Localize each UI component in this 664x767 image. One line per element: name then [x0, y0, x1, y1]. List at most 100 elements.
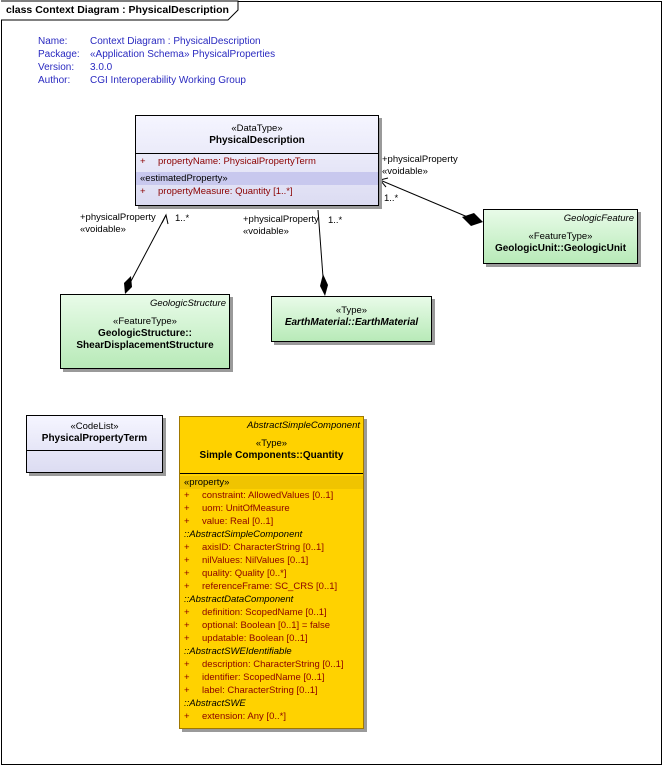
class-name: PhysicalDescription [209, 135, 305, 146]
meta-key: Package: [38, 49, 80, 60]
attribute-text: uom: UnitOfMeasure [202, 503, 290, 514]
class-quantity[interactable]: AbstractSimpleComponent «Type» Simple Co… [179, 416, 364, 729]
visibility-marker: + [184, 633, 190, 644]
composition-diamond [462, 213, 483, 226]
visibility-marker: + [184, 711, 190, 722]
attribute-row[interactable]: + identifier: ScopedName [0..1] [180, 671, 363, 684]
attribute-group-label: «property» [180, 476, 363, 489]
attribute-row[interactable]: + definition: ScopedName [0..1] [180, 606, 363, 619]
attribute-group-label: «estimatedProperty» [136, 172, 378, 185]
attribute-compartment: «property»+constraint: AllowedValues [0.… [180, 473, 363, 723]
attribute-row[interactable]: + nilValues: NilValues [0..1] [180, 554, 363, 567]
class-stereotype: «DataType» [231, 123, 283, 134]
visibility-marker: + [184, 607, 190, 618]
attribute-text: value: Real [0..1] [202, 516, 274, 527]
meta-key: Version: [38, 62, 75, 73]
class-physical-property-term[interactable]: «CodeList» PhysicalPropertyTerm [26, 415, 163, 473]
class-geologic-unit[interactable]: GeologicFeature «FeatureType» GeologicUn… [483, 209, 638, 264]
attribute-row[interactable]: + extension: Any [0..*] [180, 710, 363, 723]
attribute-text: updatable: Boolean [0..1] [202, 633, 308, 644]
meta-value: «Application Schema» PhysicalProperties [90, 49, 276, 60]
class-name-line-1: GeologicStructure:: [98, 328, 192, 339]
class-stereotype: «FeatureType» [528, 231, 593, 242]
attribute-row[interactable]: + description: CharacterString [0..1] [180, 658, 363, 671]
class-parent-name: GeologicStructure [149, 298, 226, 309]
composition-diamond [124, 276, 132, 294]
visibility-marker: + [184, 503, 190, 514]
navigability-arrow [161, 213, 169, 225]
class-name: EarthMaterial::EarthMaterial [284, 317, 419, 328]
composition-diamond [320, 274, 328, 296]
attribute-text: description: CharacterString [0..1] [202, 659, 344, 670]
attribute-text: referenceFrame: SC_CRS [0..1] [202, 581, 338, 592]
visibility-marker: + [184, 672, 190, 683]
meta-value: 3.0.0 [90, 62, 113, 73]
assoc-role-label: +physicalProperty«voidable» [243, 214, 319, 237]
assoc-multiplicity-label: 1..* [328, 215, 343, 226]
attribute-row[interactable]: + optional: Boolean [0..1] = false [180, 619, 363, 632]
class-stereotype: «Type» [335, 305, 368, 316]
visibility-marker: + [184, 555, 190, 566]
assoc-multiplicity-label: 1..* [384, 193, 399, 204]
class-name: Simple Components::Quantity [199, 450, 344, 461]
attribute-compartment: +propertyName: PhysicalPropertyTerm «est… [136, 153, 378, 198]
attribute-row[interactable]: +label: CharacterString [0..1] [180, 684, 363, 697]
inherited-from-label: ::AbstractDataComponent [184, 594, 294, 605]
visibility-marker: + [184, 581, 190, 592]
attribute-text: quality: Quality [0..*] [202, 568, 287, 579]
empty-compartment [27, 450, 162, 451]
diagram-metadata: Name: Context Diagram : PhysicalDescripti… [38, 35, 275, 87]
visibility-marker: + [184, 659, 190, 670]
attribute-row[interactable]: + value: Real [0..1] [180, 515, 363, 528]
class-shear-displacement-structure[interactable]: GeologicStructure «FeatureType» Geologic… [60, 294, 230, 369]
attribute-text: definition: ScopedName [0..1] [202, 607, 327, 618]
visibility-marker: + [184, 516, 190, 527]
inherited-from-label: ::AbstractSWEIdentifiable [184, 646, 292, 657]
assoc-role-label: +physicalProperty«voidable» [382, 154, 458, 177]
attribute-text: label: CharacterString [0..1] [202, 685, 318, 696]
assoc-line-earth-material [317, 209, 324, 278]
attribute-text: constraint: AllowedValues [0..1] [202, 490, 334, 501]
meta-package-row: Package: «Application Schema» PhysicalPro… [38, 48, 275, 61]
meta-version-row: Version: 3.0.0 [38, 61, 275, 74]
class-name: PhysicalPropertyTerm [41, 433, 148, 444]
visibility-marker: + [184, 620, 190, 631]
attribute-row[interactable]: + uom: UnitOfMeasure [180, 502, 363, 515]
navigability-arrow [379, 177, 389, 188]
attribute-row[interactable]: +propertyName: PhysicalPropertyTerm [140, 156, 316, 167]
class-parent-name: GeologicFeature [563, 213, 634, 224]
diagram-title: class Context Diagram : PhysicalDescript… [6, 4, 229, 16]
class-earth-material[interactable]: «Type» EarthMaterial::EarthMaterial [271, 296, 432, 342]
class-name: GeologicUnit::GeologicUnit [494, 243, 627, 254]
visibility-marker: + [184, 542, 190, 553]
attribute-row[interactable]: +propertyMeasure: Quantity [1..*] [140, 186, 293, 197]
attribute-row[interactable]: + axisID: CharacterString [0..1] [180, 541, 363, 554]
class-physical-description[interactable]: «DataType» PhysicalDescription +property… [135, 115, 379, 206]
attribute-text: extension: Any [0..*] [202, 711, 286, 722]
meta-name-row: Name: Context Diagram : PhysicalDescripti… [38, 35, 275, 48]
attribute-row[interactable]: + constraint: AllowedValues [0..1] [180, 489, 363, 502]
attribute-row[interactable]: + updatable: Boolean [0..1] [180, 632, 363, 645]
attribute-text: axisID: CharacterString [0..1] [202, 542, 324, 553]
class-stereotype: «FeatureType» [113, 316, 177, 327]
inherited-from-label: ::AbstractSimpleComponent [184, 529, 303, 540]
assoc-role-label: +physicalProperty«voidable» [80, 212, 156, 235]
class-parent-name: AbstractSimpleComponent [247, 420, 360, 431]
assoc-multiplicity-label: 1..* [175, 213, 190, 224]
attribute-row[interactable]: + quality: Quality [0..*] [180, 567, 363, 580]
inherited-from-label: ::AbstractSWE [184, 698, 246, 709]
visibility-marker: + [184, 490, 190, 501]
meta-value: CGI Interoperability Working Group [90, 75, 246, 86]
class-stereotype: «CodeList» [70, 421, 119, 432]
meta-key: Name: [38, 36, 68, 47]
visibility-marker: + [184, 568, 190, 579]
class-name-line-2: ShearDisplacementStructure [76, 340, 214, 351]
attribute-text: nilValues: NilValues [0..1] [202, 555, 309, 566]
meta-author-row: Author:CGI Interoperability Working Grou… [38, 74, 275, 87]
meta-value: Context Diagram : PhysicalDescription [90, 36, 261, 47]
attribute-text: identifier: ScopedName [0..1] [202, 672, 325, 683]
attribute-text: optional: Boolean [0..1] = false [202, 620, 331, 631]
attribute-row[interactable]: + referenceFrame: SC_CRS [0..1] [180, 580, 363, 593]
